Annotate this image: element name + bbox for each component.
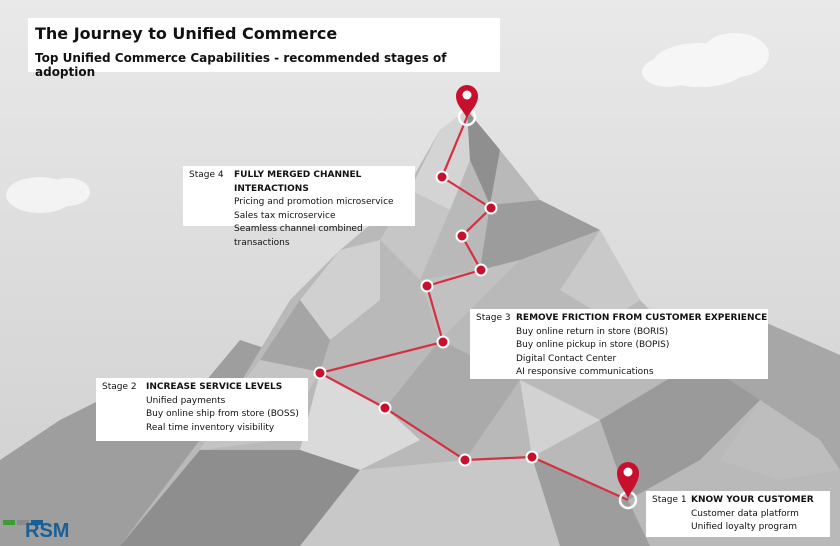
facet (480, 200, 600, 270)
stage-item: Seamless channel combined transactions (234, 224, 363, 248)
facet (300, 457, 560, 546)
map-pin-icon (456, 85, 478, 118)
cloud-right (642, 33, 769, 87)
map-pin-icon (617, 462, 639, 498)
facet (560, 230, 640, 320)
path-waypoints (313, 170, 539, 467)
journey-path (316, 116, 629, 502)
facet (300, 240, 380, 340)
stage-item: Real time inventory visibility (146, 422, 275, 433)
stage-item: Buy online pickup in store (BOPIS) (516, 340, 670, 350)
facet (532, 457, 650, 546)
waypoint (313, 366, 327, 380)
stage-item: Unified payments (146, 395, 226, 406)
title-panel: The Journey to Unified Commerce Top Unif… (28, 18, 500, 79)
logo-bar-green (3, 520, 15, 525)
stage-label: Stage 1 (652, 495, 687, 505)
stage-label: Stage 4 (189, 170, 224, 180)
stage-heading: REMOVE FRICTION FROM CUSTOMER EXPERIENCE (516, 313, 768, 323)
stage-4-panel: Stage 4 FULLY MERGED CHANNEL INTERACTION… (183, 166, 415, 248)
waypoint (435, 170, 449, 184)
stage-1-panel: Stage 1 KNOW YOUR CUSTOMER Customer data… (646, 491, 830, 537)
waypoint (455, 229, 469, 243)
waypoint (484, 201, 498, 215)
waypoint (378, 401, 392, 415)
stage-heading: FULLY MERGED CHANNEL INTERACTIONS (234, 170, 362, 194)
facet (260, 300, 330, 372)
facet (300, 372, 420, 470)
waypoint (525, 450, 539, 464)
stage-item: Buy online return in store (BORIS) (516, 326, 669, 337)
cloud-left (6, 177, 90, 213)
stage-item: Unified loyalty program (691, 522, 798, 532)
stage-item: Customer data platform (691, 508, 799, 519)
waypoint (420, 279, 434, 293)
page-title: The Journey to Unified Commerce (35, 24, 338, 43)
stage-heading: INCREASE SERVICE LEVELS (146, 382, 283, 392)
waypoint (474, 263, 488, 277)
stage-item: Pricing and promotion microservice (234, 197, 394, 207)
stage-heading: KNOW YOUR CUSTOMER (691, 495, 814, 505)
rsm-logo: RSM (3, 510, 83, 546)
facet (600, 360, 760, 500)
stage-item: Buy online ship from store (BOSS) (146, 409, 299, 419)
logo-bar-blue (31, 520, 43, 525)
logo-text: RSM (25, 520, 70, 542)
stage-2-panel: Stage 2 INCREASE SERVICE LEVELS Unified … (96, 378, 308, 441)
logo-bars (3, 510, 45, 529)
stage-item: Digital Contact Center (516, 353, 617, 364)
page-subtitle: Top Unified Commerce Capabilities - reco… (35, 51, 447, 79)
facet (720, 400, 840, 480)
stage-item: AI responsive communications (516, 367, 654, 377)
stage-label: Stage 3 (476, 313, 511, 323)
facet (467, 110, 500, 205)
stage-label: Stage 2 (102, 382, 137, 392)
stage-3-panel: Stage 3 REMOVE FRICTION FROM CUSTOMER EX… (470, 309, 768, 379)
waypoint (458, 453, 472, 467)
waypoint (436, 335, 450, 349)
facet (120, 450, 360, 546)
stage-item: Sales tax microservice (234, 210, 336, 221)
logo-bar-gray (17, 520, 29, 525)
facet (520, 380, 600, 457)
